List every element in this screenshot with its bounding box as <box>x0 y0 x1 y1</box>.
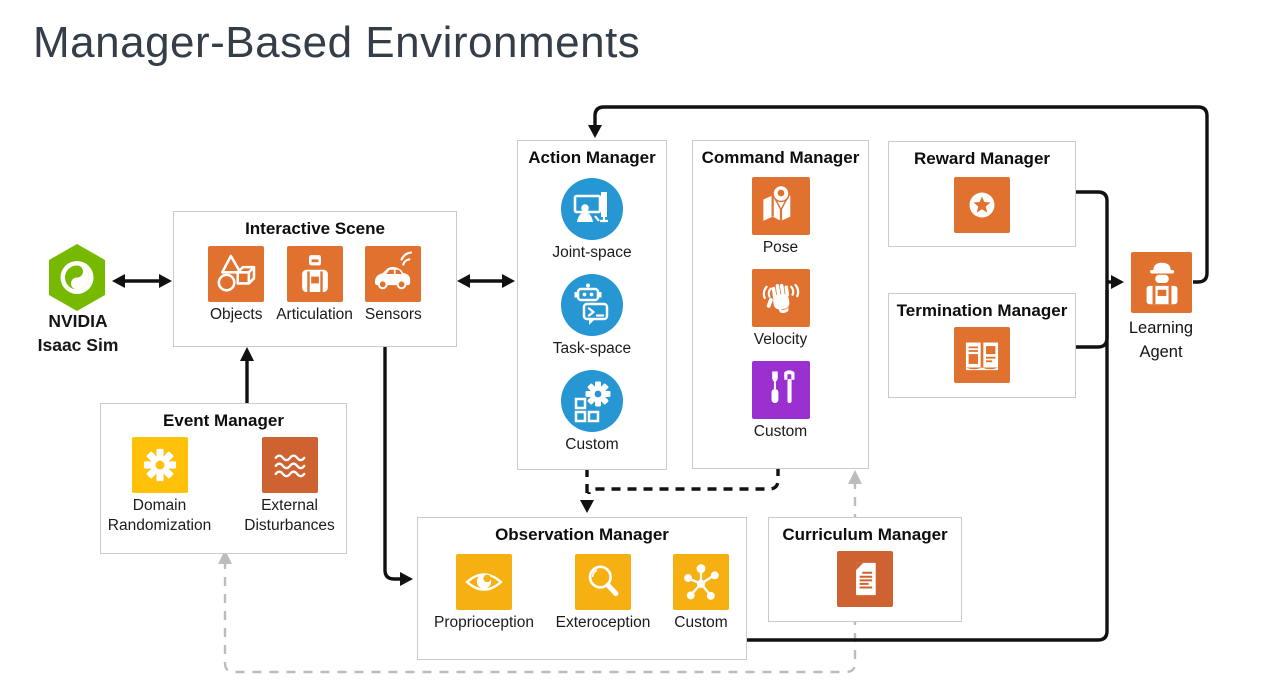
termination-manager-box: Termination Manager <box>888 293 1076 398</box>
learning-agent-label-line2: Agent <box>1139 343 1183 361</box>
car-signal-icon <box>365 246 422 302</box>
arrowhead-into-learning-agent <box>1111 275 1124 289</box>
network-icon <box>673 554 729 610</box>
map-pin-icon <box>751 177 810 235</box>
action-item-label: Joint-space <box>552 244 632 261</box>
curriculum-manager-title: Curriculum Manager <box>782 525 948 544</box>
isaac-sim-hex-icon <box>49 244 105 311</box>
robot-chat-icon <box>560 274 623 336</box>
waves-icon <box>261 437 318 493</box>
command-observation-dashed-wire <box>587 467 780 495</box>
scene-item-label: Articulation <box>276 306 353 323</box>
observation-item-label: Exteroception <box>555 614 651 631</box>
command-manager-title: Command Manager <box>701 148 860 167</box>
termination-manager-title: Termination Manager <box>896 301 1068 320</box>
observation-manager-box: Observation Manager Proprioception <box>417 517 747 660</box>
star-icon <box>954 177 1010 233</box>
observation-agent-wire <box>746 290 1109 642</box>
event-item-label: External Disturbances <box>244 497 335 534</box>
interactive-scene-box: Interactive Scene Objects <box>173 211 457 347</box>
observation-item-label: Custom <box>674 614 728 631</box>
scene-item-label: Objects <box>209 306 263 323</box>
observation-manager-title: Observation Manager <box>495 525 669 544</box>
command-manager-box: Command Manager Pose <box>692 140 869 469</box>
scene-observation-wire <box>383 345 402 581</box>
waving-hand-icon <box>751 269 810 327</box>
tools-icon <box>751 361 810 419</box>
command-item-label: Velocity <box>753 331 808 348</box>
observation-item-label: Proprioception <box>434 614 534 631</box>
presentation-icon <box>560 178 623 240</box>
action-manager-box: Action Manager Joint-space <box>517 140 667 470</box>
curriculum-dashed-wire <box>223 480 857 674</box>
command-item-label: Custom <box>753 423 808 440</box>
open-book-icon <box>954 327 1010 383</box>
eye-icon <box>456 554 512 610</box>
page-title: Manager-Based Environments <box>33 18 641 67</box>
interactive-scene-title: Interactive Scene <box>245 219 385 238</box>
shapes-icon <box>208 246 265 302</box>
document-icon <box>837 551 893 607</box>
isaac-sim-label-line2: Isaac Sim <box>37 335 119 355</box>
learning-agent-label: Learning Agent <box>1101 316 1221 364</box>
reward-agent-wire <box>1075 190 1109 282</box>
isaac-sim-label-line1: NVIDIA <box>48 311 108 331</box>
robot-worker-icon <box>286 246 343 302</box>
magnifier-icon <box>575 554 631 610</box>
reward-manager-title: Reward Manager <box>913 149 1051 168</box>
event-manager-title: Event Manager <box>163 411 284 430</box>
worker-icon <box>1131 252 1192 313</box>
action-item-label: Task-space <box>552 340 632 357</box>
gear-blocks-icon <box>560 370 623 432</box>
arrowhead-into-observation-manager <box>580 500 594 513</box>
curriculum-manager-box: Curriculum Manager <box>768 517 962 622</box>
event-item-label: Domain Randomization <box>107 497 212 534</box>
learning-agent-label-line1: Learning <box>1128 319 1194 337</box>
action-manager-title: Action Manager <box>528 148 656 167</box>
isaac-sim-label: NVIDIA Isaac Sim <box>18 309 138 357</box>
event-manager-box: Event Manager <box>100 403 347 554</box>
arrowhead-into-event-manager <box>218 550 232 564</box>
action-item-label: Custom <box>565 436 619 453</box>
gear-icon <box>131 437 188 493</box>
agent-action-loop-wire <box>593 105 1209 284</box>
scene-item-label: Sensors <box>364 306 422 323</box>
arrowhead-into-command-manager <box>848 470 862 484</box>
command-item-label: Pose <box>762 239 799 256</box>
reward-manager-box: Reward Manager <box>888 141 1076 247</box>
